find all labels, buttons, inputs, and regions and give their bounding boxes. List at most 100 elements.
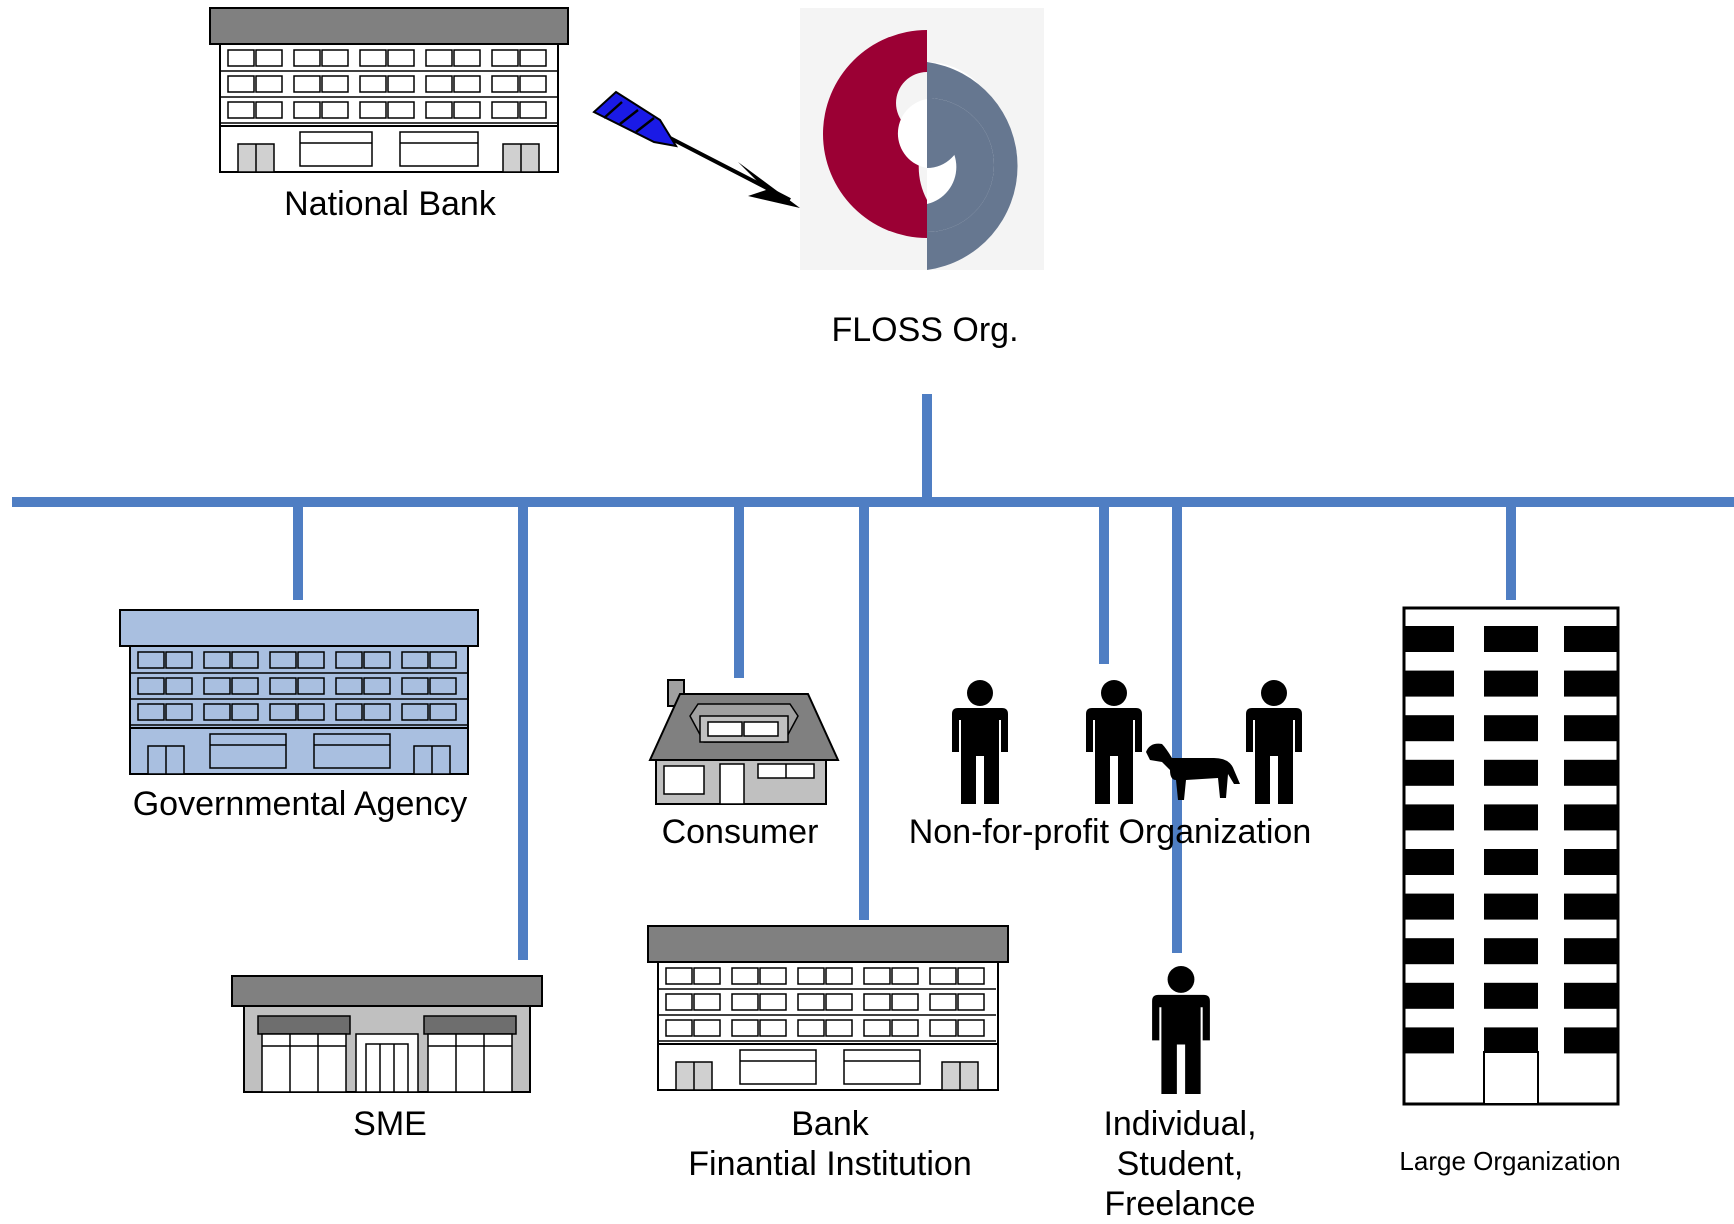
window	[269, 651, 297, 669]
window	[387, 75, 415, 93]
dog-icon	[1146, 743, 1240, 800]
window	[425, 49, 453, 67]
window	[321, 49, 349, 67]
tower-window	[1564, 626, 1618, 652]
governmental-agency-building-icon	[119, 609, 479, 775]
window	[797, 967, 825, 985]
tower-window	[1484, 938, 1538, 965]
window	[731, 993, 759, 1011]
window	[929, 1019, 957, 1037]
tower-window	[1404, 938, 1454, 965]
window	[387, 101, 415, 119]
national-bank-label: National Bank	[284, 185, 496, 223]
window	[957, 967, 985, 985]
window	[929, 967, 957, 985]
network-bus	[12, 394, 1734, 960]
window	[825, 1019, 853, 1037]
tower-window	[1564, 893, 1618, 920]
window	[359, 75, 387, 93]
tower-window	[1564, 715, 1618, 742]
window	[335, 677, 363, 695]
window	[957, 1019, 985, 1037]
window	[269, 677, 297, 695]
window	[255, 101, 283, 119]
window	[231, 651, 259, 669]
window	[863, 967, 891, 985]
tower-window	[1484, 1027, 1538, 1054]
window	[759, 967, 787, 985]
window	[429, 651, 457, 669]
sme-store-icon	[231, 975, 543, 1093]
tower-window	[1404, 670, 1454, 697]
tower-window	[1484, 849, 1538, 875]
large-organization-label: Large Organization	[1399, 1146, 1621, 1176]
window	[863, 1019, 891, 1037]
window	[293, 101, 321, 119]
person-icon	[1086, 680, 1142, 804]
window	[429, 703, 457, 721]
window	[731, 967, 759, 985]
window	[797, 993, 825, 1011]
bank-label-line2: Finantial Institution	[688, 1145, 972, 1183]
tower-window	[1564, 804, 1618, 831]
consumer-house-icon	[648, 679, 840, 805]
window	[491, 101, 519, 119]
individual-label-line2: Student,	[1116, 1145, 1244, 1183]
tower-window	[1484, 982, 1538, 1009]
window	[491, 49, 519, 67]
window	[137, 651, 165, 669]
window	[665, 1019, 693, 1037]
window	[255, 75, 283, 93]
window	[227, 49, 255, 67]
tower-window	[1484, 626, 1538, 652]
bank-building-icon	[647, 925, 1009, 1091]
window	[269, 703, 297, 721]
window	[863, 993, 891, 1011]
large-organization-tower-icon	[1402, 606, 1620, 1106]
tower-window	[1484, 715, 1538, 742]
person-icon	[952, 680, 1008, 804]
window	[297, 651, 325, 669]
tower-window	[1564, 982, 1618, 1009]
sme-label: SME	[353, 1105, 427, 1143]
window	[231, 677, 259, 695]
window	[825, 967, 853, 985]
window	[825, 993, 853, 1011]
tower-window	[1484, 759, 1538, 786]
tower-window	[1404, 1027, 1454, 1054]
window	[203, 651, 231, 669]
governmental-agency-label: Governmental Agency	[132, 785, 468, 823]
window	[665, 967, 693, 985]
window	[165, 651, 193, 669]
window	[363, 677, 391, 695]
window	[425, 75, 453, 93]
window	[363, 703, 391, 721]
window	[165, 703, 193, 721]
window	[401, 703, 429, 721]
window	[297, 703, 325, 721]
window	[453, 49, 481, 67]
tower-window	[1404, 759, 1454, 786]
tower-window	[1484, 670, 1538, 697]
window	[255, 49, 283, 67]
tower-window	[1404, 804, 1454, 831]
window	[891, 993, 919, 1011]
window	[759, 993, 787, 1011]
tower-window	[1404, 982, 1454, 1009]
window	[137, 677, 165, 695]
tower-window	[1564, 759, 1618, 786]
window	[321, 101, 349, 119]
tower-window	[1564, 670, 1618, 697]
window	[759, 1019, 787, 1037]
window	[425, 101, 453, 119]
bank-label-line1: Bank	[791, 1105, 869, 1143]
window	[519, 101, 547, 119]
window	[693, 993, 721, 1011]
window	[203, 703, 231, 721]
tower-window	[1484, 893, 1538, 920]
window	[335, 703, 363, 721]
window	[227, 101, 255, 119]
window	[297, 677, 325, 695]
window	[387, 49, 415, 67]
